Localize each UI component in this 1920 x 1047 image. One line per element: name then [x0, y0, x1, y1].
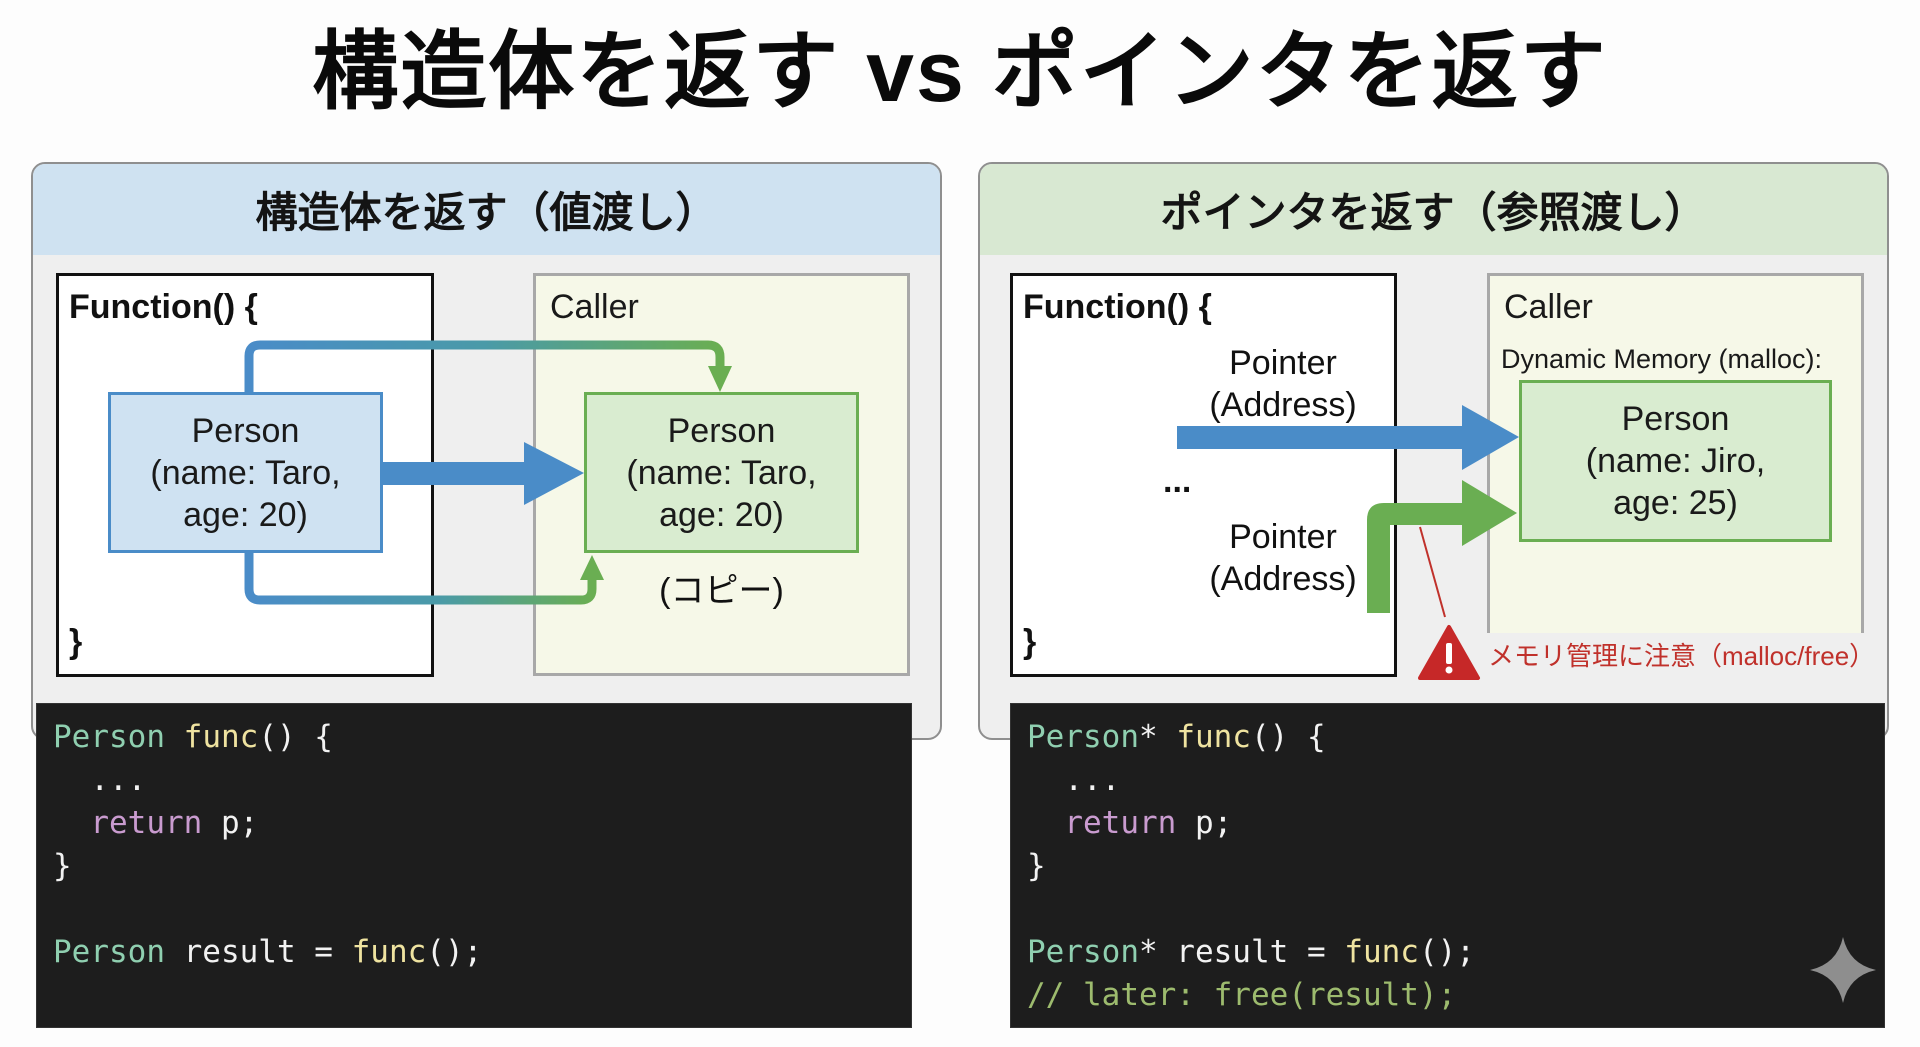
pointer-code-block: Person* func() { ... return p;}Person* r… [1010, 703, 1885, 1028]
code-token: p; [1176, 805, 1233, 841]
code-token [165, 719, 184, 755]
code-line: Person func() { [53, 716, 911, 759]
heap-person-box: Person (name: Jiro, age: 25) [1519, 380, 1832, 542]
person-name: (name: Jiro, [1585, 442, 1766, 480]
code-line: ... [1027, 759, 1884, 802]
pointer-label: Pointer (Address) [1195, 342, 1371, 426]
copy-note: (コピー) [659, 572, 784, 610]
person-name: (name: Taro, [150, 453, 341, 492]
person-age: age: 25) [1613, 484, 1738, 522]
code-token: return [90, 805, 203, 841]
code-token: // later: free(result); [1027, 977, 1457, 1013]
code-line: ... [53, 759, 911, 802]
function-box: Function() { } [1010, 273, 1397, 677]
person-type: Person [667, 411, 776, 450]
code-token: result = [164, 934, 352, 970]
code-token: func [351, 934, 427, 970]
function-label: Function() { [69, 288, 258, 326]
code-token: () { [1250, 719, 1326, 755]
code-token: } [53, 848, 72, 884]
code-line: Person* result = func(); [1027, 931, 1884, 974]
person-type: Person [1621, 400, 1730, 438]
code-token: * [1138, 719, 1177, 755]
copied-person-box: Person (name: Taro, age: 20) [584, 392, 859, 553]
code-token: func [1344, 934, 1419, 970]
code-token: ... [1027, 762, 1121, 798]
code-token: Person [53, 934, 165, 970]
code-line: } [53, 845, 911, 888]
code-token: return [1064, 805, 1177, 841]
code-line: return p; [53, 802, 911, 845]
function-close-brace: } [1023, 623, 1037, 661]
person-type: Person [191, 411, 300, 450]
function-label: Function() { [1023, 288, 1212, 326]
code-token: * result = [1138, 934, 1345, 970]
code-line: Person* func() { [1027, 716, 1884, 759]
code-token [53, 805, 90, 841]
panel-header: 構造体を返す（値渡し） [33, 164, 940, 255]
warning-text: メモリ管理に注意（malloc/free） [1488, 641, 1876, 671]
code-line: // later: free(result); [1027, 974, 1884, 1017]
pointer-label-line: (Address) [1209, 560, 1357, 598]
code-token: (); [426, 934, 483, 970]
code-line: } [1027, 845, 1884, 888]
caller-label: Caller [1504, 288, 1593, 326]
code-token: () { [258, 719, 333, 755]
code-token: Person [1027, 934, 1139, 970]
page-title: 構造体を返す vs ポインタを返す [312, 24, 1608, 120]
code-token: Person [53, 719, 165, 755]
caller-label: Caller [550, 288, 639, 326]
code-token: Person [1027, 719, 1139, 755]
code-token: ... [53, 762, 147, 798]
code-line: return p; [1027, 802, 1884, 845]
code-token: } [1027, 848, 1046, 884]
pointer-label-line: Pointer [1229, 344, 1337, 382]
struct-code-block: Person func() { ... return p;}Person res… [36, 703, 912, 1028]
code-line [1027, 888, 1884, 931]
code-token [1027, 805, 1064, 841]
person-name: (name: Taro, [626, 453, 817, 492]
pointer-label: Pointer (Address) [1195, 516, 1371, 600]
source-person-box: Person (name: Taro, age: 20) [108, 392, 383, 553]
code-token: func [183, 719, 259, 755]
pointer-label-line: (Address) [1209, 386, 1357, 424]
ellipsis: ... [1163, 462, 1192, 500]
person-age: age: 20) [659, 495, 784, 534]
function-close-brace: } [69, 623, 83, 661]
code-token: p; [202, 805, 259, 841]
panel-header: ポインタを返す（参照渡し） [980, 164, 1887, 255]
code-token: (); [1418, 934, 1475, 970]
code-line [53, 888, 911, 931]
code-line: Person result = func(); [53, 931, 911, 974]
heap-label: Dynamic Memory (malloc): [1501, 344, 1823, 374]
code-token: func [1176, 719, 1251, 755]
person-age: age: 20) [183, 495, 308, 534]
pointer-label-line: Pointer [1229, 518, 1337, 556]
